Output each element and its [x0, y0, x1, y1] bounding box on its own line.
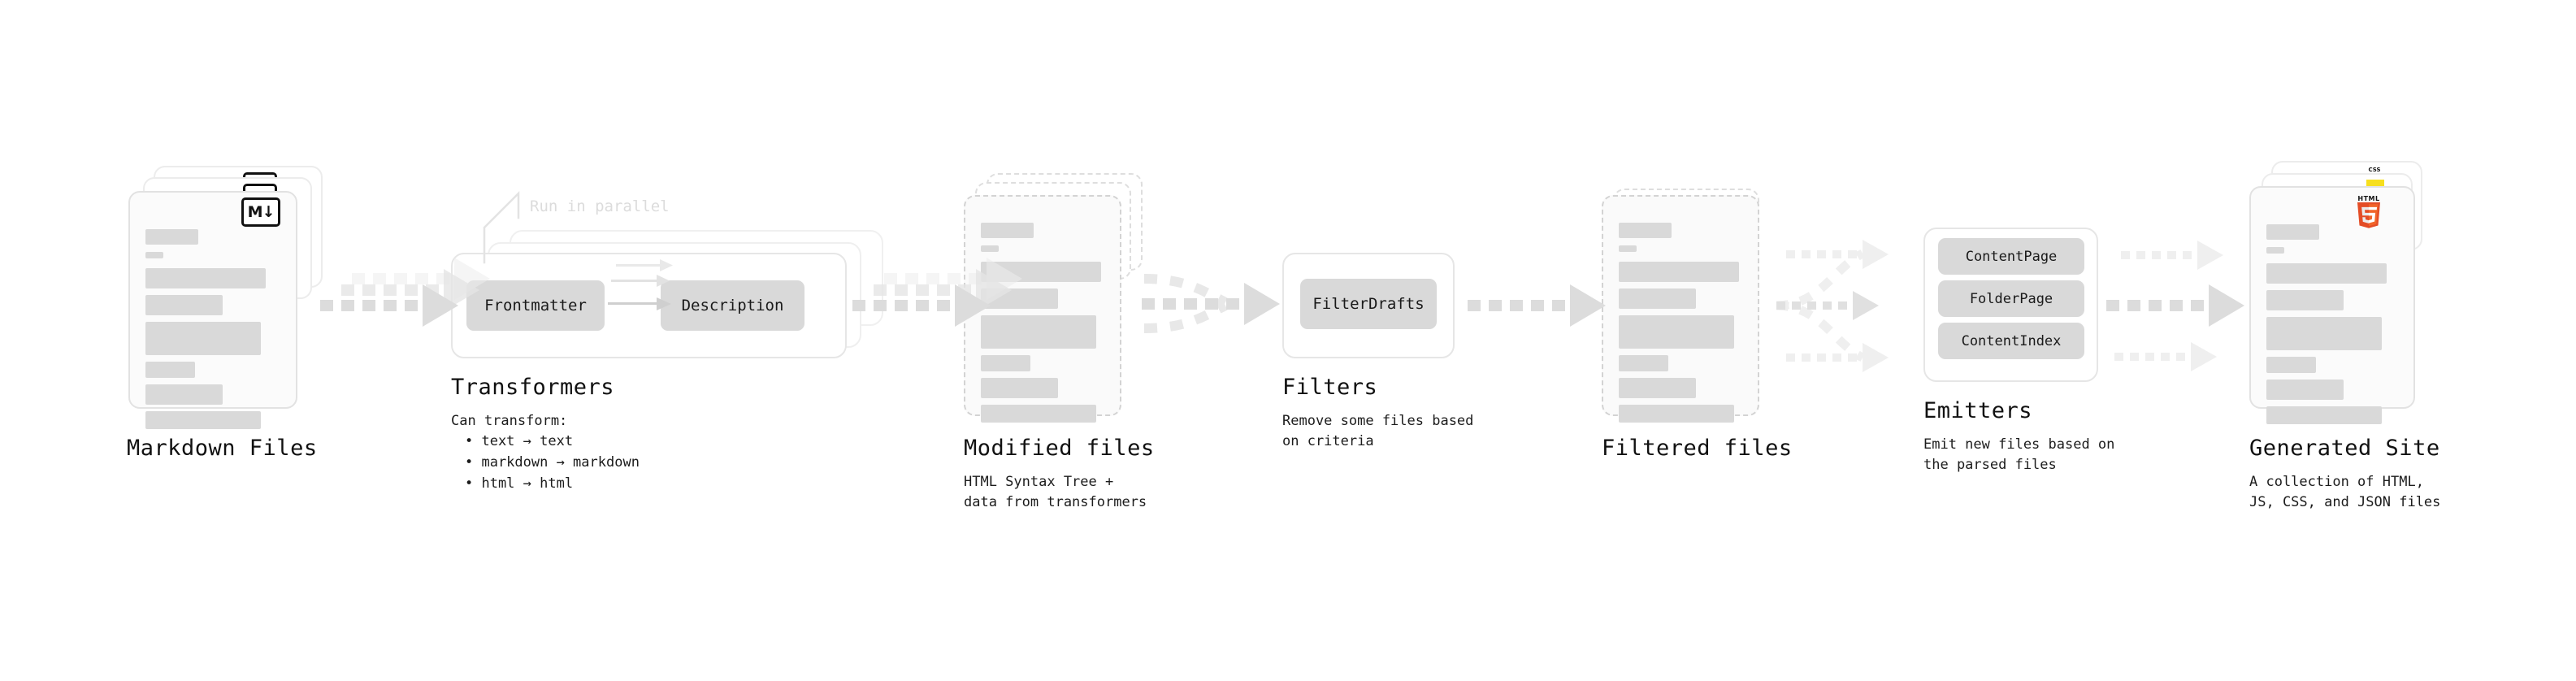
transformer-bullet: • markdown → markdown [465, 454, 640, 471]
stage-subtitle-transformers: Can transform: [451, 413, 568, 429]
skeleton-line [981, 315, 1096, 349]
transformer-bullet: • text → text [465, 433, 574, 449]
skeleton-subtitle [2266, 247, 2284, 254]
skeleton-line [145, 295, 223, 315]
skeleton-line [1619, 355, 1668, 371]
skeleton-line [2266, 406, 2382, 424]
skeleton-title [981, 223, 1034, 238]
stage-title-generated-site: Generated Site [2249, 436, 2440, 461]
site-card-front [2249, 186, 2415, 424]
arrow-modified-to-filters [1142, 274, 1280, 333]
skeleton-subtitle [981, 245, 999, 252]
stage-subtitle-modified-files: HTML Syntax Tree + data from transformer… [964, 474, 1147, 510]
emitter-pill-label: ContentIndex [1961, 332, 2062, 349]
skeleton-line [981, 378, 1058, 398]
transformer-pill-frontmatter[interactable]: Frontmatter [466, 280, 605, 331]
skeleton-title [2266, 224, 2319, 240]
emitter-pill-folderpage[interactable]: FolderPage [1938, 280, 2084, 317]
html5-badge: HTML [2353, 196, 2384, 233]
emitter-pill-contentindex[interactable]: ContentIndex [1938, 323, 2084, 359]
skeleton-line [2266, 263, 2387, 284]
stage-subtitle-filters: Remove some files based on criteria [1282, 413, 1474, 449]
stage-subtitle-generated-site: A collection of HTML, JS, CSS, and JSON … [2249, 474, 2441, 510]
css-badge-label: CSS [2368, 167, 2381, 173]
skeleton-line [981, 288, 1058, 309]
arrow-filters-to-filtered [1468, 284, 1606, 327]
transformer-pill-label: Description [681, 297, 784, 314]
filter-pill-filterdrafts[interactable]: FilterDrafts [1300, 279, 1437, 329]
skeleton-line [145, 411, 261, 429]
transformer-pill-label: Frontmatter [484, 297, 587, 314]
arrow-filtered-to-emitters [1776, 240, 1889, 372]
stage-title-filters: Filters [1282, 375, 1378, 400]
emitter-pill-label: ContentPage [1965, 248, 2058, 265]
arrow-emitters-to-site [2106, 241, 2244, 371]
stage-title-markdown-files: Markdown Files [127, 436, 318, 461]
skeleton-line [2266, 317, 2382, 350]
skeleton-line [1619, 378, 1696, 398]
markdown-badge: M↓ [241, 197, 280, 227]
html5-badge-label: HTML [2357, 195, 2380, 202]
skeleton-line [981, 405, 1096, 423]
emitter-pill-contentpage[interactable]: ContentPage [1938, 238, 2084, 275]
skeleton-line [145, 384, 223, 405]
skeleton-line [145, 268, 266, 288]
skeleton-line [2266, 380, 2344, 400]
stage-subtitle-emitters: Emit new files based on the parsed files [1923, 436, 2115, 473]
stage-title-emitters: Emitters [1923, 398, 2033, 423]
skeleton-line [2266, 357, 2316, 373]
skeleton-line [145, 362, 195, 378]
skeleton-line [1619, 262, 1739, 282]
stage-title-transformers: Transformers [451, 375, 615, 400]
markdown-card-front [128, 191, 297, 429]
transformer-bullet: • html → html [465, 475, 574, 492]
skeleton-line [981, 262, 1101, 282]
skeleton-subtitle [145, 252, 163, 258]
html5-shield-icon [2357, 202, 2381, 228]
skeleton-line [2266, 290, 2344, 310]
skeleton-title [1619, 223, 1672, 238]
stage-title-filtered-files: Filtered files [1602, 436, 1793, 461]
skeleton-line [1619, 315, 1734, 349]
filtered-card-front [1602, 195, 1759, 423]
skeleton-line [1619, 288, 1696, 309]
skeleton-line [1619, 405, 1734, 423]
skeleton-line [145, 322, 261, 355]
transformer-pill-description[interactable]: Description [661, 280, 804, 331]
stage-title-modified-files: Modified files [964, 436, 1155, 461]
skeleton-subtitle [1619, 245, 1637, 252]
emitter-pill-label: FolderPage [1969, 290, 2053, 307]
skeleton-title [145, 229, 198, 245]
filter-pill-label: FilterDrafts [1312, 295, 1425, 313]
skeleton-line [981, 355, 1030, 371]
run-in-parallel-label: Run in parallel [530, 197, 670, 215]
modified-card-front [964, 195, 1121, 423]
